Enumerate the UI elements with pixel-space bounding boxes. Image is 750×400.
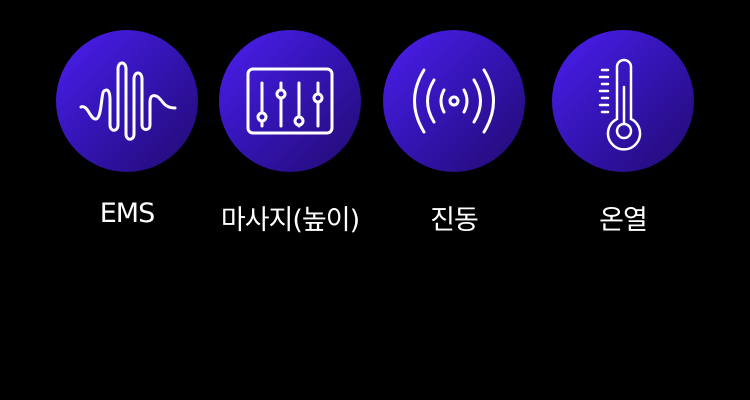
ems-label: EMS [99, 198, 155, 229]
massage-height-label: 마사지(높이) [220, 205, 360, 236]
mode-massage-height[interactable]: 마사지(높이) [200, 30, 380, 237]
thermometer-icon [598, 58, 642, 151]
mode-ems[interactable]: EMS [37, 30, 217, 229]
massage-height-button[interactable] [219, 30, 361, 172]
vibration-button[interactable] [383, 30, 525, 172]
vibration-icon [413, 68, 495, 134]
mode-heat[interactable]: 온열 [533, 30, 713, 237]
heat-label: 온열 [599, 205, 648, 236]
ems-button[interactable] [56, 30, 198, 172]
sound-wave-icon [79, 61, 177, 141]
heat-button[interactable] [552, 30, 694, 172]
mode-vibration[interactable]: 진동 [364, 30, 544, 237]
vibration-label: 진동 [430, 205, 479, 236]
sliders-icon [246, 67, 334, 135]
